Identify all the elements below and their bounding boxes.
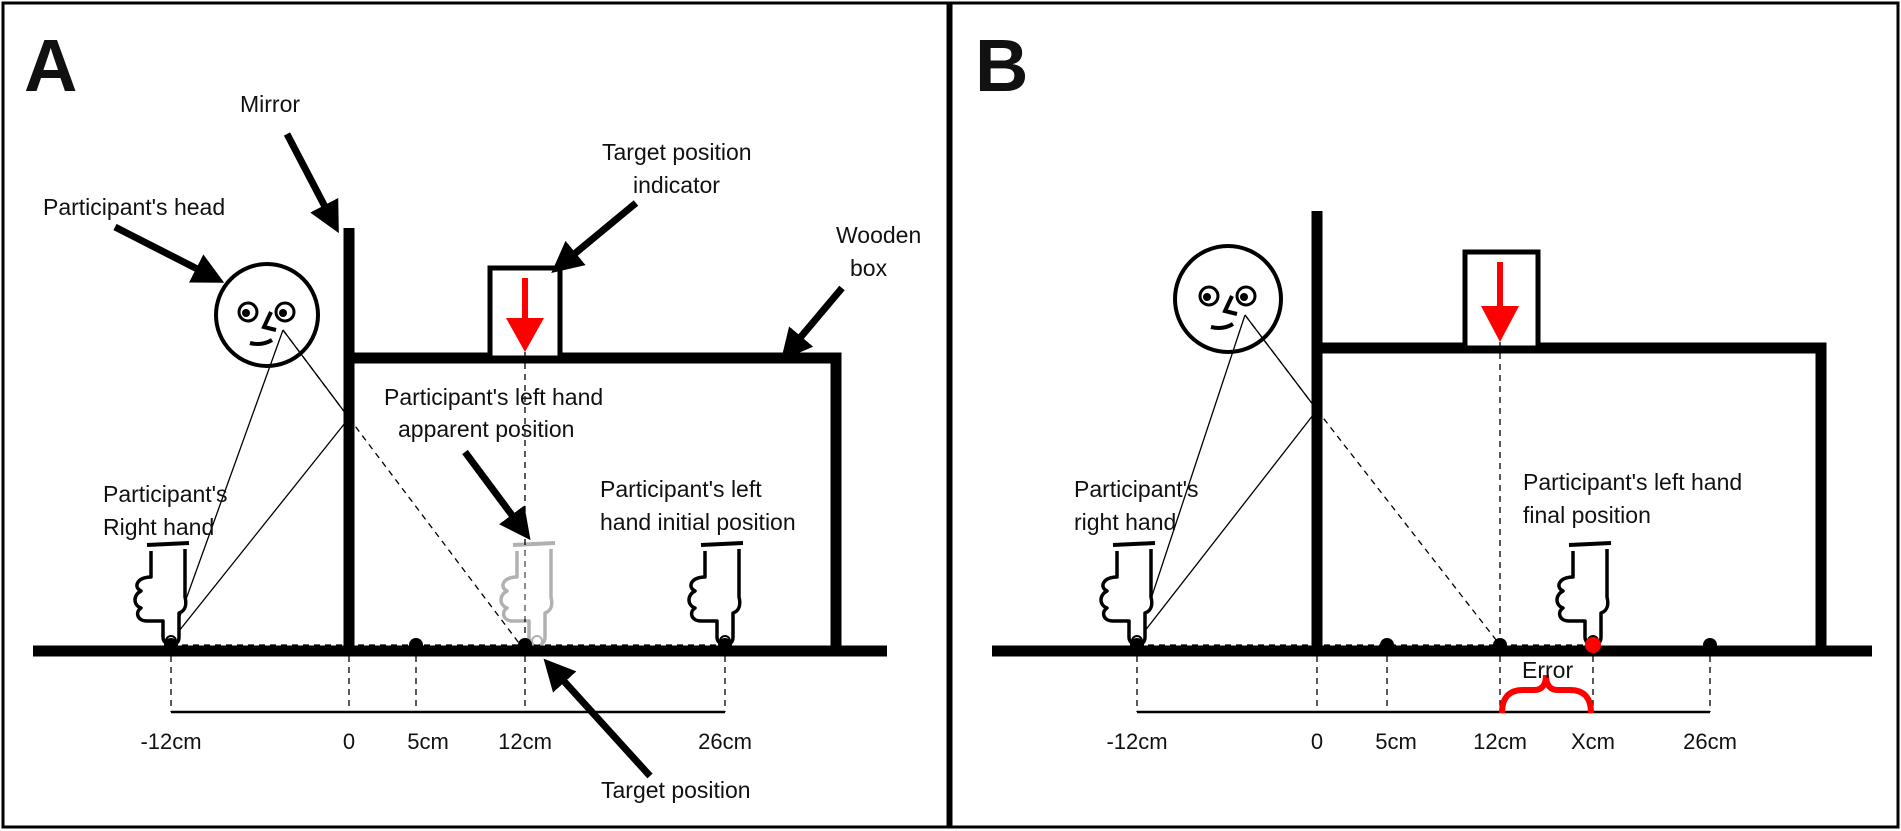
panel-b-dot-5 [1380,638,1394,652]
panel-a-participant-head [214,262,320,368]
panel-a-right-hand [133,541,191,648]
panel-b-left-hand-final [1555,541,1613,648]
panel-b-final-label-2: final position [1523,502,1651,528]
panel-b-dot-minus12 [1130,638,1144,652]
panel-b-final-label-1: Participant's left hand [1523,469,1742,495]
panel-a-frame [1,1,950,829]
panel-a-initial-label-1: Participant's left [600,476,762,502]
panel-b-tick-minus12: -12cm [1106,729,1167,754]
panel-b-participant-head [1173,244,1283,354]
panel-a-left-hand-initial [687,541,745,648]
panel-a-tick-12: 12cm [498,729,552,754]
panel-b-red-arrow-head [1481,306,1519,342]
panel-a-tick-26: 26cm [698,729,752,754]
panel-a-apparent-label-1: Participant's left hand [384,384,603,410]
panel-a-right-hand-label-1: Participant's [103,481,228,507]
panel-a-dot-minus12 [164,638,178,652]
panel-b-tick-26: 26cm [1683,729,1737,754]
panel-b-dot-final [1585,637,1601,653]
panel-a-red-arrow-head [506,318,544,352]
panel-a-target-position-label: Target position [601,777,751,803]
panel-b-dot-12 [1493,638,1507,652]
panel-b-right-hand-label-2: right hand [1074,509,1176,535]
panel-b-letter: B [975,24,1028,107]
panel-b-tick-0: 0 [1311,729,1323,754]
panel-a-dot-12 [518,638,532,652]
panel-a-tick-5: 5cm [407,729,449,754]
panel-a-apparent-label-2: apparent position [398,416,574,442]
panel-b-frame [949,1,1900,829]
panel-b-tick-12: 12cm [1473,729,1527,754]
panel-a-dot-5 [409,638,423,652]
panel-a-indicator-label-1: Target position [602,139,752,165]
panel-a-head-label: Participant's head [43,194,225,220]
panel-b-right-hand-label-1: Participant's [1074,476,1199,502]
panel-a: A [24,24,921,803]
panel-a-letter: A [24,24,77,107]
panel-a-tick-minus12: -12cm [140,729,201,754]
panel-a-box-label-2: box [850,255,888,281]
panel-b: B [975,24,1872,754]
panel-a-indicator-label-2: indicator [633,172,720,198]
panel-b-tick-x: Xcm [1571,729,1615,754]
panel-a-box-label-1: Wooden [836,222,921,248]
panel-b-error-brace [1499,674,1594,714]
panel-a-initial-label-2: hand initial position [600,509,796,535]
panel-a-mirror-label: Mirror [240,91,300,117]
panel-b-dot-26 [1703,638,1717,652]
panel-b-error-label: Error [1522,657,1573,683]
panel-a-right-hand-label-2: Right hand [103,514,214,540]
panel-a-dot-26 [718,638,732,652]
panel-b-right-hand [1099,541,1157,648]
panel-b-tick-5: 5cm [1375,729,1417,754]
panel-a-tick-0: 0 [343,729,355,754]
